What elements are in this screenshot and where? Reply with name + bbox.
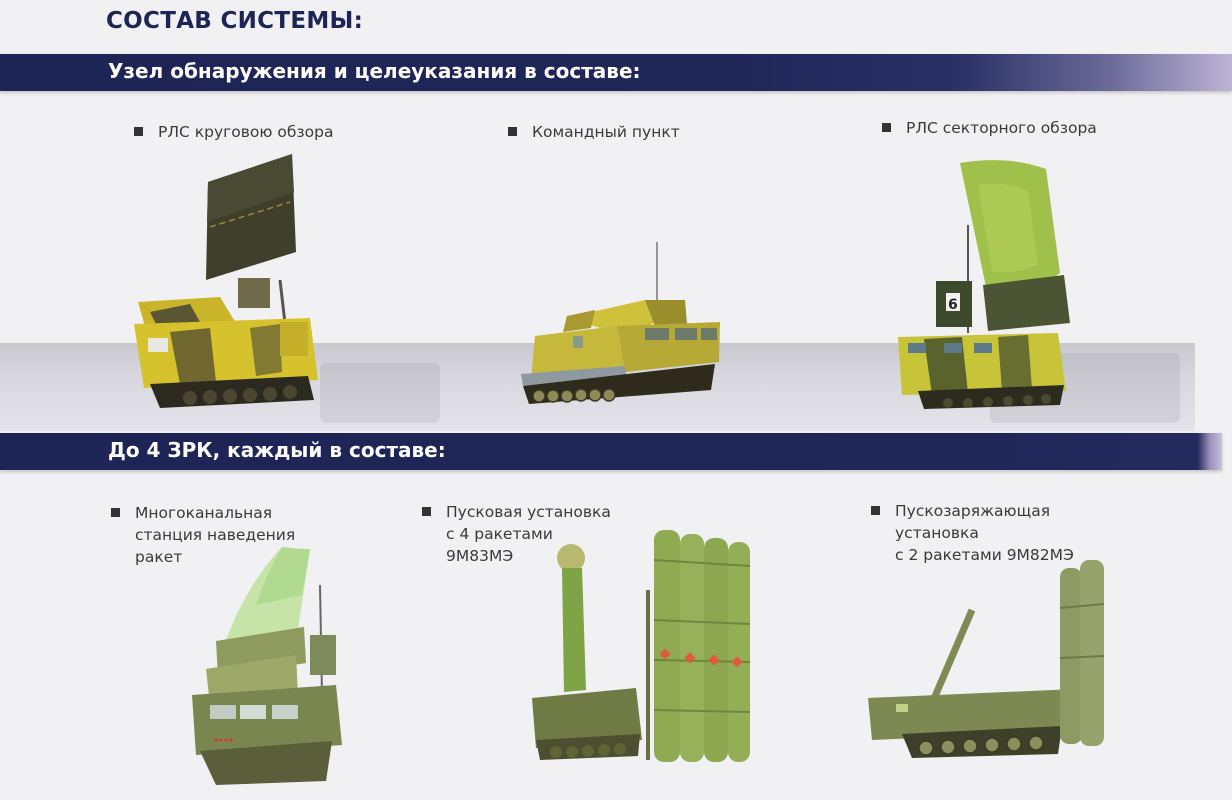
loader-launcher-2-missiles-image: [862, 558, 1112, 768]
item-label-loader-launcher: Пускозаряжающая установка с 2 ракетами 9…: [871, 500, 1074, 566]
command-post-vehicle-image: [505, 240, 723, 410]
section-heading-detection: Узел обнаружения и целеуказания в состав…: [108, 59, 641, 83]
section-heading-sam: До 4 ЗРК, каждый в составе:: [108, 438, 446, 462]
guidance-radar-vehicle-image: [186, 545, 346, 790]
radar-vehicle-sector-image: 6: [888, 155, 1073, 410]
bullet-square-icon: [111, 508, 120, 517]
bullet-square-icon: [422, 507, 431, 516]
item-label-circular-radar: РЛС круговою обзора: [134, 121, 333, 143]
item-label-launcher: Пусковая установка с 4 ракетами 9М83МЭ: [422, 501, 611, 567]
bullet-square-icon: [134, 127, 143, 136]
bullet-square-icon: [508, 127, 517, 136]
svg-text:6: 6: [948, 297, 958, 313]
item-label-command-post: Командный пункт: [508, 121, 680, 143]
bullet-square-icon: [871, 506, 880, 515]
bullet-square-icon: [882, 123, 891, 132]
item-label-guidance-station: Многоканальная станция наведения ракет: [111, 502, 295, 568]
item-label-sector-radar: РЛС секторного обзора: [882, 117, 1097, 139]
page-title: СОСТАВ СИСТЕМЫ:: [106, 8, 364, 34]
radar-vehicle-circular-image: [130, 152, 325, 410]
section-banner-detection: Узел обнаружения и целеуказания в состав…: [0, 54, 1232, 91]
section-banner-sam: До 4 ЗРК, каждый в составе:: [0, 433, 1222, 470]
launcher-4-missiles-image: [526, 520, 756, 770]
